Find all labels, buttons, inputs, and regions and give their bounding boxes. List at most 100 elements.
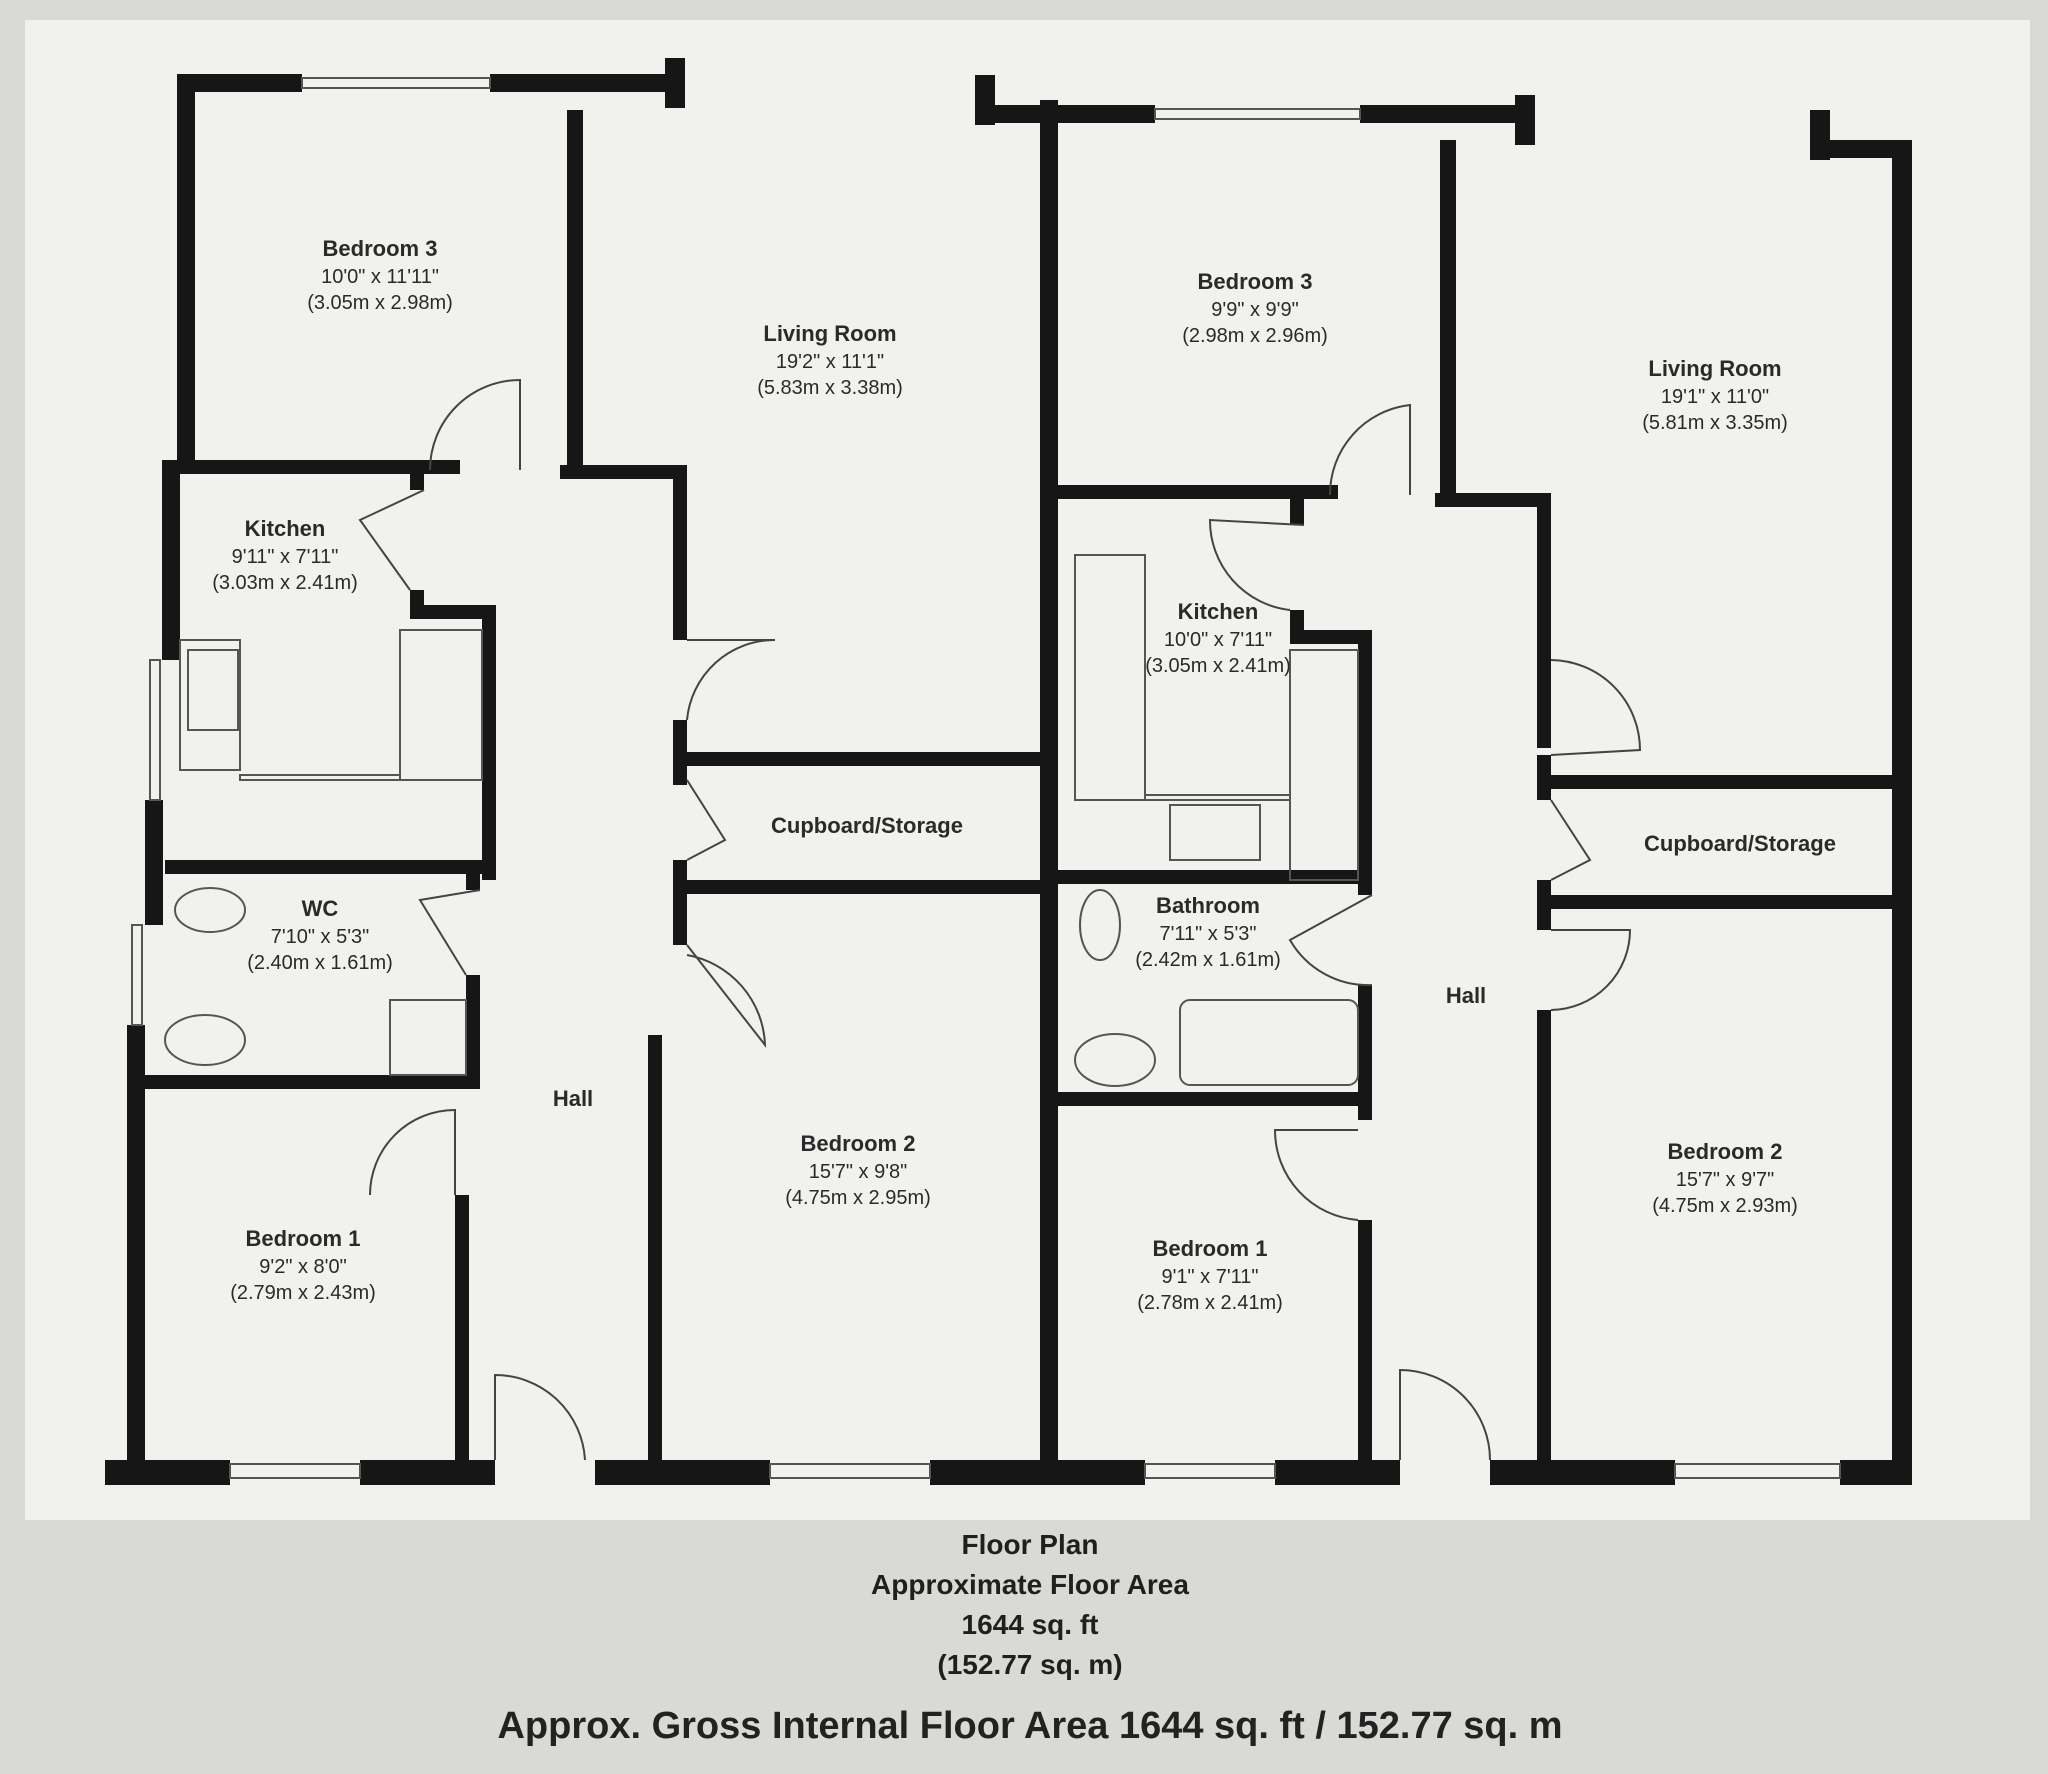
wall [1040, 100, 1058, 1485]
room-dimensions-metric: (5.83m x 3.38m) [757, 376, 903, 399]
room-name: Living Room [763, 321, 897, 346]
wall [482, 605, 496, 880]
room-name: Kitchen [244, 516, 326, 541]
door [1288, 894, 1373, 987]
kitchen-counter [1289, 649, 1359, 881]
wall [673, 880, 1058, 894]
wall [1537, 880, 1551, 930]
room-dimensions-metric: (2.42m x 1.61m) [1135, 948, 1281, 971]
room-dimensions-imperial: 9'1" x 7'11" [1161, 1265, 1259, 1288]
room-label-left-bedroom-1: Bedroom 1 9'2" x 8'0" (2.79m x 2.43m) [230, 1225, 376, 1306]
wall [1058, 1092, 1372, 1106]
room-name: Cupboard/Storage [771, 813, 963, 838]
door [358, 489, 425, 591]
room-name: Kitchen [1177, 599, 1259, 624]
kitchen-counter [1074, 554, 1146, 801]
room-dimensions-imperial: 7'11" x 5'3" [1159, 922, 1257, 945]
wall [466, 975, 480, 1085]
room-label-left-living-room: Living Room 19'2" x 11'1" (5.83m x 3.38m… [757, 320, 903, 401]
cabinet [389, 999, 467, 1076]
door [686, 944, 767, 1049]
wall [1840, 1460, 1910, 1485]
room-dimensions-metric: (2.78m x 2.41m) [1137, 1291, 1283, 1314]
door [1208, 518, 1305, 611]
room-label-left-bedroom-2: Bedroom 2 15'7" x 9'8" (4.75m x 2.95m) [785, 1130, 931, 1211]
toilet-icon [174, 887, 246, 933]
windows [131, 77, 1841, 1479]
room-name: Bedroom 2 [1667, 1139, 1783, 1164]
room-name: Cupboard/Storage [1644, 831, 1836, 856]
room-dimensions-metric: (2.98m x 2.96m) [1182, 324, 1328, 347]
wall [1360, 105, 1530, 123]
wall [466, 860, 480, 890]
room-name: Living Room [1648, 356, 1782, 381]
room-label-right-bedroom-1: Bedroom 1 9'1" x 7'11" (2.78m x 2.41m) [1137, 1235, 1283, 1316]
room-name: Bathroom [1156, 893, 1260, 918]
left-unit-walls [105, 58, 1125, 1485]
basin-icon [1074, 1033, 1156, 1087]
room-dimensions-imperial: 9'2" x 8'0" [259, 1255, 347, 1278]
wall [180, 460, 460, 474]
room-label-right-kitchen: Kitchen 10'0" x 7'11" (3.05m x 2.41m) [1145, 598, 1291, 679]
wall [975, 105, 1155, 123]
wall [177, 74, 195, 469]
caption-area-sqft: 1644 sq. ft [961, 1609, 1099, 1640]
room-label-right-living-room: Living Room 19'1" x 11'0" (5.81m x 3.35m… [1642, 355, 1788, 436]
window [1144, 1463, 1276, 1479]
wall [665, 58, 685, 108]
caption-title: Floor Plan [961, 1529, 1099, 1560]
wall [560, 465, 685, 479]
sink-icon [187, 649, 239, 731]
window [229, 1463, 361, 1479]
wall [1058, 870, 1368, 884]
right-unit-walls [975, 75, 1912, 1485]
wall [1440, 140, 1456, 495]
room-label-left-bedroom-3: Bedroom 3 10'0" x 11'11" (3.05m x 2.98m) [307, 235, 453, 316]
doors [358, 378, 1642, 1461]
wall [1058, 485, 1338, 499]
bathtub-icon [1179, 999, 1359, 1086]
room-name: Bedroom 3 [1197, 269, 1313, 294]
toilet-icon [1079, 889, 1121, 961]
room-label-left-kitchen: Kitchen 9'11" x 7'11" (3.03m x 2.41m) [212, 515, 358, 596]
room-dimensions-metric: (5.81m x 3.35m) [1642, 411, 1788, 434]
kitchen-counter [399, 629, 483, 781]
wall [1537, 493, 1551, 748]
room-name: Bedroom 3 [322, 236, 438, 261]
wall [1537, 1010, 1551, 1460]
basin-icon [164, 1014, 246, 1066]
wall [145, 800, 163, 925]
room-name: Bedroom 1 [245, 1226, 361, 1251]
room-dimensions-metric: (3.05m x 2.98m) [307, 291, 453, 314]
room-label-right-bathroom: Bathroom 7'11" x 5'3" (2.42m x 1.61m) [1135, 892, 1281, 973]
room-label-left-hall: Hall [553, 1085, 593, 1114]
plan-paper [25, 20, 2030, 1520]
door [686, 638, 776, 721]
wall [455, 1195, 469, 1460]
window [1154, 108, 1361, 120]
wall [105, 1460, 230, 1485]
window [1674, 1463, 1841, 1479]
room-name: Bedroom 2 [800, 1131, 916, 1156]
room-label-left-cupboard: Cupboard/Storage [771, 812, 963, 841]
room-dimensions-metric: (4.75m x 2.95m) [785, 1186, 931, 1209]
room-dimensions-imperial: 19'2" x 11'1" [775, 350, 885, 373]
kitchen-counter [179, 639, 241, 771]
room-label-right-bedroom-3: Bedroom 3 9'9" x 9'9" (2.98m x 2.96m) [1182, 268, 1328, 349]
room-dimensions-imperial: 10'0" x 11'11" [321, 265, 439, 288]
room-label-right-bedroom-2: Bedroom 2 15'7" x 9'7" (4.75m x 2.93m) [1652, 1138, 1798, 1219]
room-label-left-wc: WC 7'10" x 5'3" (2.40m x 1.61m) [247, 895, 393, 976]
wall [1290, 630, 1370, 644]
door [429, 378, 521, 471]
room-dimensions-metric: (2.79m x 2.43m) [230, 1281, 376, 1304]
wall [1515, 95, 1535, 145]
room-dimensions-imperial: 15'7" x 9'7" [1675, 1168, 1775, 1191]
wall [673, 860, 687, 945]
door [1550, 799, 1592, 881]
room-dimensions-imperial: 19'1" x 11'0" [1660, 385, 1770, 408]
room-dimensions-metric: (3.05m x 2.41m) [1145, 654, 1291, 677]
wall [567, 110, 583, 470]
fixtures [164, 554, 1359, 1087]
room-dimensions-imperial: 9'11" x 7'11" [231, 545, 339, 568]
